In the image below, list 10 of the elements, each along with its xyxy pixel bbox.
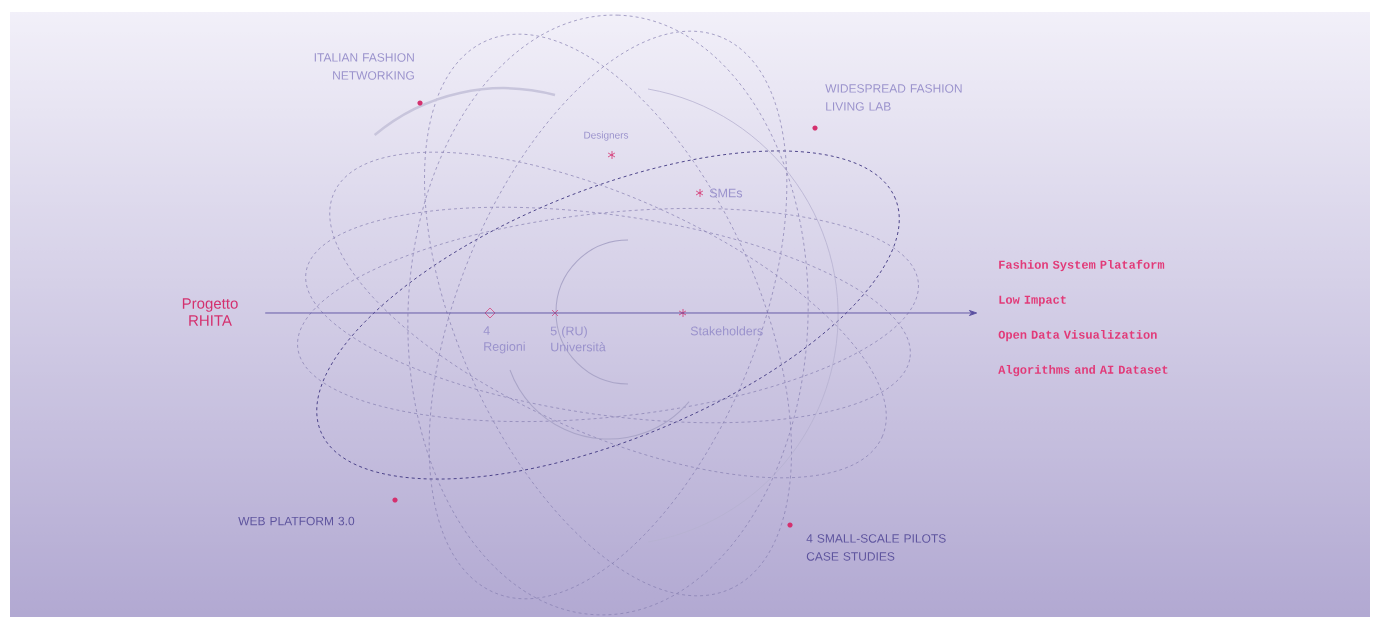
label-text: SMEs (709, 188, 743, 198)
label-text: 4 SMALL-SCALE PILOTS CASE STUDIES (806, 534, 946, 561)
label-text: Stakeholders (690, 326, 763, 336)
arrow (264, 310, 978, 316)
output-list: Fashion System Plataform Low Impact Open Data Visualization Algorithms and AI Dataset (998, 259, 1168, 377)
label-text: WEB PLATFORM 3.0 (238, 516, 355, 526)
label-text: Designers (584, 131, 629, 141)
label-text: ITALIAN FASHION NETWORKING (314, 53, 414, 80)
label-text: WIDESPREAD FASHION LIVING LAB (825, 84, 962, 111)
title-text: Progetto RHITA (182, 298, 238, 326)
